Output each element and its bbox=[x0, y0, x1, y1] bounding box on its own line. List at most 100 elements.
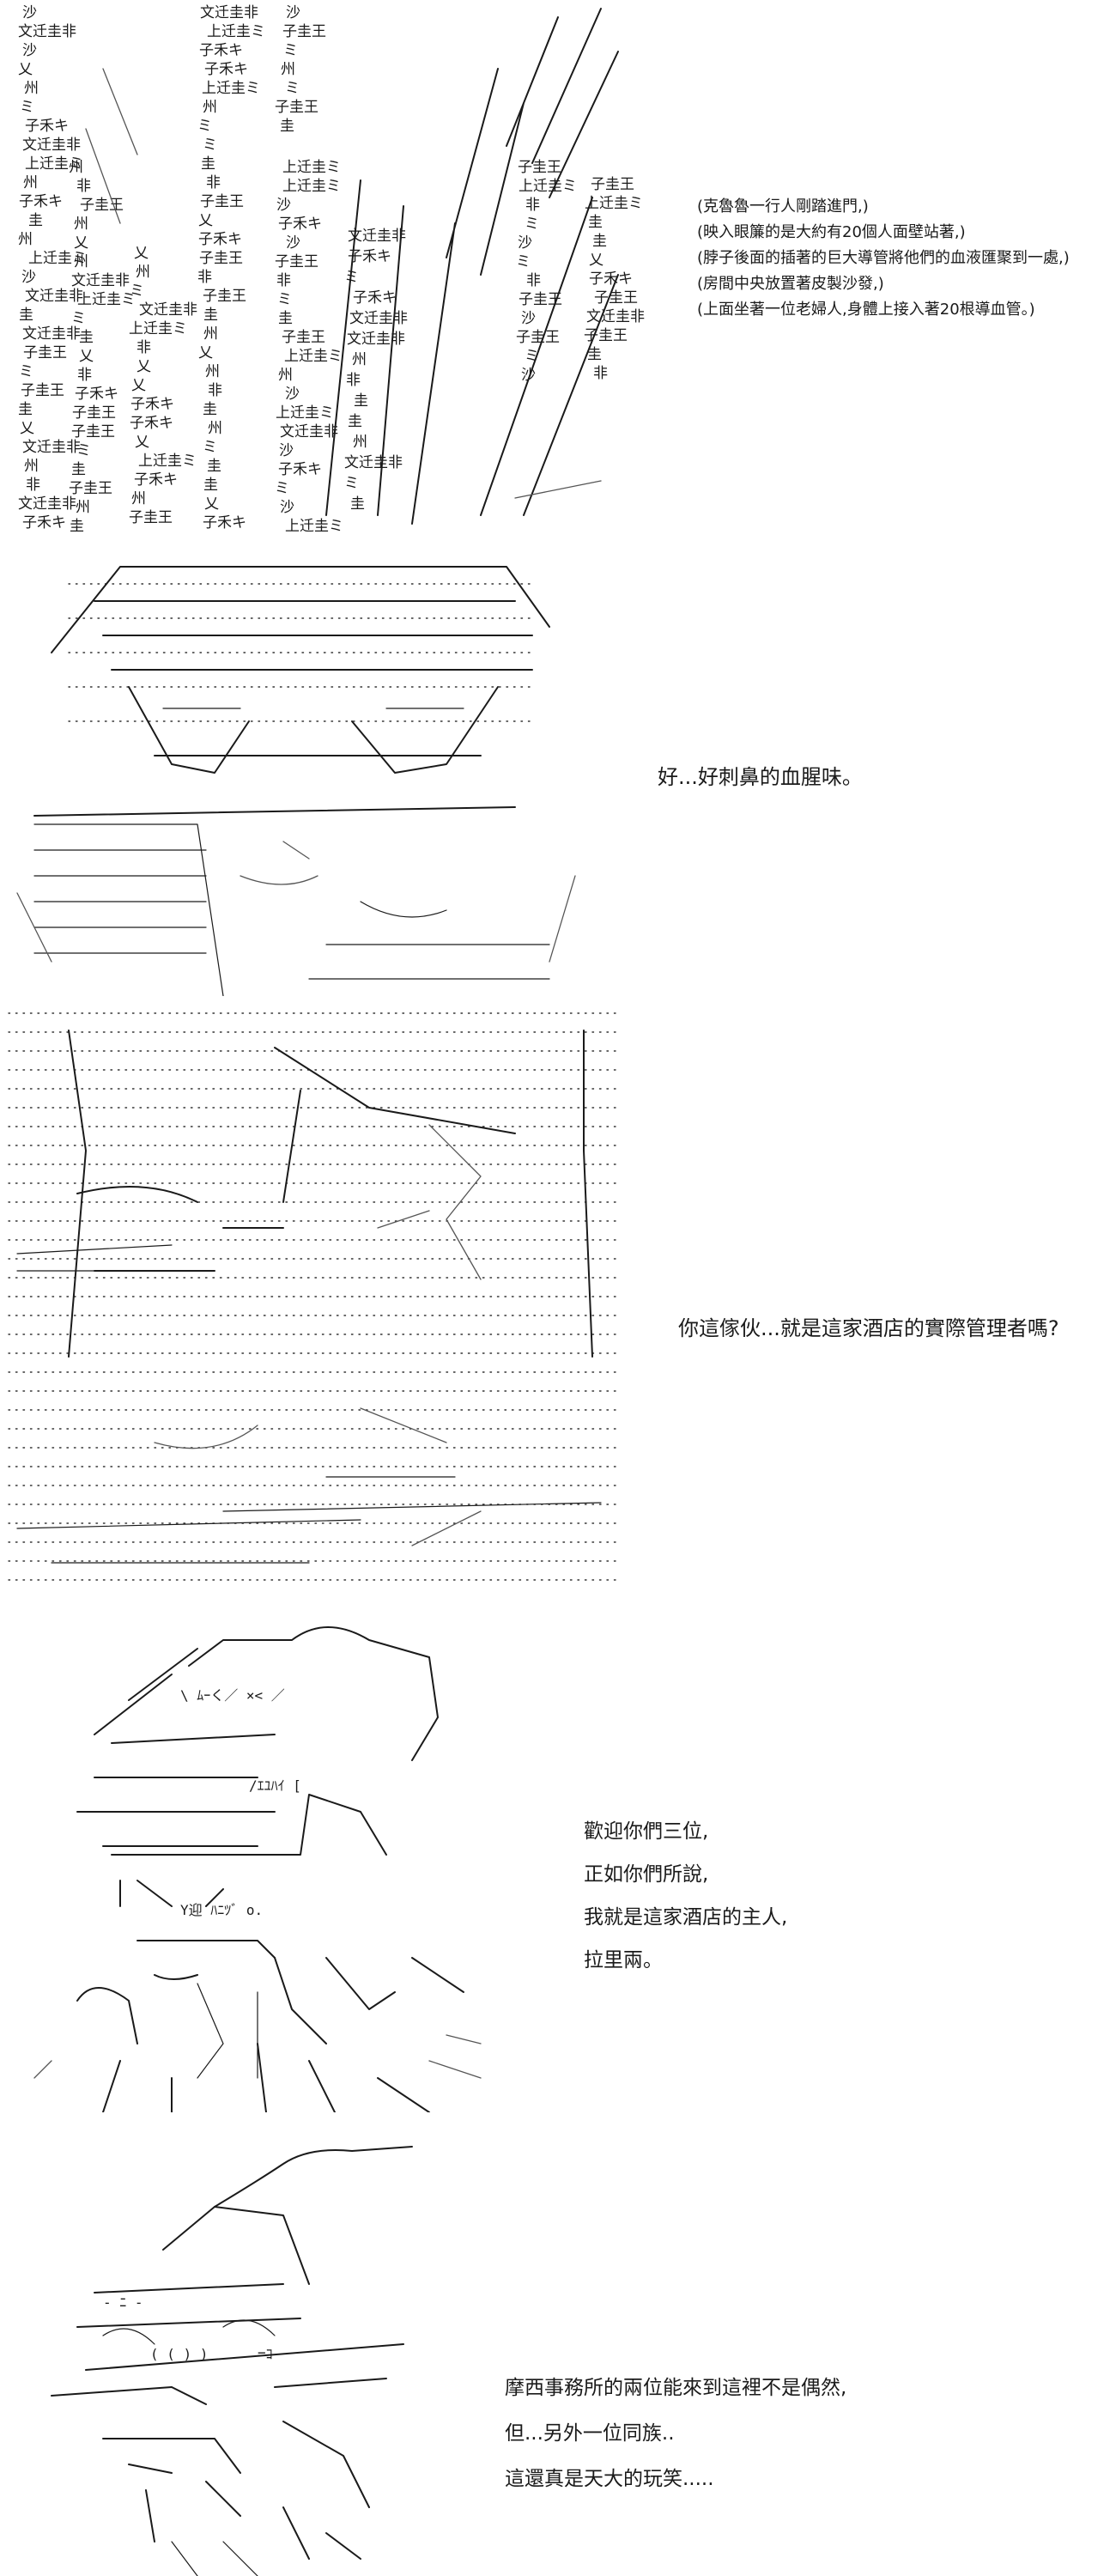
ascii-glyph: 子圭王 bbox=[594, 289, 638, 307]
ascii-glyph: 子圭王 bbox=[275, 253, 318, 270]
ascii-glyph: 子圭王 bbox=[519, 291, 562, 308]
ascii-glyph: 沙 bbox=[286, 4, 300, 21]
ascii-glyph: 上迁圭ミ bbox=[28, 250, 87, 267]
ascii-glyph: ミ bbox=[203, 137, 217, 154]
ascii-glyph: 非 bbox=[525, 197, 540, 214]
ascii-glyph: ミ bbox=[19, 363, 33, 380]
ascii-glyph: 沙 bbox=[21, 269, 36, 286]
ascii-glyph: ミ bbox=[525, 216, 539, 233]
ascii-glyph: 沙 bbox=[521, 310, 536, 327]
speech-box: 歡迎你們三位, 正如你們所說, 我就是這家酒店的主人, 拉里兩。 bbox=[584, 1810, 787, 1982]
ascii-glyph: 子禾キ bbox=[348, 248, 391, 265]
ascii-glyph: 子禾キ bbox=[353, 289, 397, 307]
ascii-glyph: 上迁圭ミ bbox=[585, 195, 643, 212]
ascii-glyph: 上迁圭ミ bbox=[276, 404, 334, 422]
speech-line: 我就是這家酒店的主人, bbox=[584, 1906, 788, 1929]
ascii-glyph: ミ bbox=[277, 291, 292, 308]
panel-smell: 好...好刺鼻的血腥味。 bbox=[0, 550, 1116, 996]
ascii-glyph: ミ bbox=[203, 439, 217, 456]
ascii-glyph: 圭 bbox=[350, 495, 365, 513]
ascii-glyph: ミ bbox=[344, 269, 359, 286]
ascii-glyph: 上迁圭ミ bbox=[202, 80, 260, 97]
ascii-glyph: 乂 bbox=[131, 377, 146, 394]
narration-line: (克魯魯一行人剛踏進門,) bbox=[697, 197, 869, 216]
ascii-glyph: 乂 bbox=[136, 358, 151, 375]
ascii-glyph: 乂 bbox=[20, 420, 34, 437]
ascii-glyph: 非 bbox=[346, 372, 361, 389]
ascii-glyph: 沙 bbox=[280, 499, 294, 516]
ascii-glyph: 上迁圭ミ bbox=[207, 23, 265, 40]
ascii-glyph: 子圭王 bbox=[282, 329, 325, 346]
speech-line: 好...好刺鼻的血腥味。 bbox=[658, 765, 863, 789]
speech-box: 摩西事務所的兩位能來到這裡不是偶然, 但...另外一位同族.. 這還真是天大的玩… bbox=[505, 2366, 846, 2502]
ascii-glyph: 文迁圭非 bbox=[71, 272, 130, 289]
ascii-glyph: 圭 bbox=[79, 329, 94, 346]
ascii-glyph: 子圭王 bbox=[80, 197, 124, 214]
speech-line: 摩西事務所的兩位能來到這裡不是偶然, bbox=[505, 2377, 847, 2399]
ascii-glyph: 州 bbox=[69, 159, 83, 176]
ascii-glyph: 圭 bbox=[280, 118, 294, 135]
ascii-glyph: 文迁圭非 bbox=[18, 23, 76, 40]
ascii-glyph: 州 bbox=[203, 325, 218, 343]
ascii-glyph: 州 bbox=[74, 253, 88, 270]
ascii-glyph: 子圭王 bbox=[200, 193, 244, 210]
ascii-glyph: 州 bbox=[352, 351, 367, 368]
speech-line: 歡迎你們三位, bbox=[584, 1820, 709, 1843]
ascii-glyph: 非 bbox=[208, 382, 222, 399]
ascii-glyph: 州 bbox=[18, 231, 33, 248]
ascii-glyph: 子禾キ bbox=[130, 415, 173, 432]
ascii-glyph: 子圭王 bbox=[69, 480, 112, 497]
ascii-glyph: 子圭王 bbox=[129, 509, 173, 526]
ascii-glyph: 州 bbox=[278, 367, 293, 384]
ascii-glyph: 沙 bbox=[286, 234, 300, 252]
ascii-glyph: 上迁圭ミ bbox=[129, 320, 187, 337]
ascii-glyph: 沙 bbox=[285, 386, 300, 403]
ascii-glyph: 圭 bbox=[592, 233, 607, 250]
svg-text:\ ﾑｰく／ ×< ／: \ ﾑｰく／ ×< ／ bbox=[180, 1687, 285, 1704]
speech-line: 你這傢伙...就是這家酒店的實際管理者嗎? bbox=[678, 1316, 1059, 1340]
ascii-glyph: 子禾キ bbox=[75, 386, 118, 403]
ascii-glyph: ミ bbox=[516, 253, 531, 270]
ascii-glyph: 圭 bbox=[278, 310, 293, 327]
ascii-glyph: 圭 bbox=[588, 214, 603, 231]
ascii-glyph: 乂 bbox=[135, 434, 149, 451]
ascii-glyph: 文迁圭非 bbox=[586, 308, 645, 325]
ascii-glyph: 子圭王 bbox=[72, 404, 116, 422]
narration-line: (房間中央放置著皮製沙發,) bbox=[697, 275, 884, 293]
ascii-glyph: 非 bbox=[276, 272, 291, 289]
ascii-glyph: ミ bbox=[20, 99, 34, 116]
svg-text:- ﾆ -: - ﾆ - bbox=[103, 2294, 143, 2311]
ascii-glyph: 子禾キ bbox=[22, 514, 66, 532]
ascii-glyph: 子圭王 bbox=[282, 23, 326, 40]
ascii-glyph: ミ bbox=[197, 118, 212, 135]
crowd-ascii-art: 沙文迁圭非沙乂州ミ子禾キ文迁圭非上迁圭ミ州子禾キ圭州上迁圭ミ沙文迁圭非圭文迁圭非… bbox=[0, 0, 652, 550]
ascii-glyph: 非 bbox=[206, 174, 221, 191]
ascii-glyph: 乂 bbox=[74, 234, 88, 252]
ascii-glyph: 文迁圭非 bbox=[200, 4, 258, 21]
ascii-glyph: 上迁圭ミ bbox=[77, 291, 136, 308]
ascii-glyph: 州 bbox=[76, 499, 90, 516]
svg-text:Y迎 ﾊﾆﾂﾞ o.: Y迎 ﾊﾆﾂﾞ o. bbox=[180, 1902, 263, 1918]
ascii-glyph: 乂 bbox=[134, 245, 149, 262]
ascii-glyph: 圭 bbox=[70, 518, 84, 535]
ascii-glyph: 上迁圭ミ bbox=[284, 348, 343, 365]
ascii-glyph: ミ bbox=[76, 442, 91, 459]
ascii-glyph: 子圭王 bbox=[516, 329, 560, 346]
panel-coincidence: - ﾆ - ( ( ) ) =ｺ 摩西事務所的兩位能來到這裡不是偶然, 但...… bbox=[0, 2112, 1116, 2576]
ascii-glyph: 非 bbox=[197, 269, 212, 286]
ascii-glyph: 子圭王 bbox=[275, 99, 318, 116]
svg-text:/ｴﾕﾊｲ [: /ｴﾕﾊｲ [ bbox=[249, 1777, 301, 1794]
masked-character-ascii-art bbox=[0, 996, 652, 1597]
innkeeper-ascii-art: \ ﾑｰく／ ×< ／ /ｴﾕﾊｲ [ Y迎 ﾊﾆﾂﾞ o. bbox=[0, 1597, 515, 2112]
ascii-glyph: 子圭王 bbox=[21, 382, 64, 399]
ascii-glyph: 文迁圭非 bbox=[22, 439, 81, 456]
ascii-glyph: 子禾キ bbox=[198, 231, 242, 248]
ascii-glyph: 子禾キ bbox=[199, 42, 243, 59]
ascii-glyph: 子禾キ bbox=[589, 270, 633, 288]
ascii-glyph: 上迁圭ミ bbox=[282, 159, 341, 176]
panel-owner: \ ﾑｰく／ ×< ／ /ｴﾕﾊｲ [ Y迎 ﾊﾆﾂﾞ o. 歡迎你們三位, 正… bbox=[0, 1597, 1116, 2112]
ascii-glyph: 子禾キ bbox=[278, 216, 322, 233]
ascii-glyph: 上迁圭ミ bbox=[519, 178, 577, 195]
ascii-glyph: 州 bbox=[353, 434, 367, 451]
speech-line: 拉里兩。 bbox=[584, 1949, 663, 1971]
